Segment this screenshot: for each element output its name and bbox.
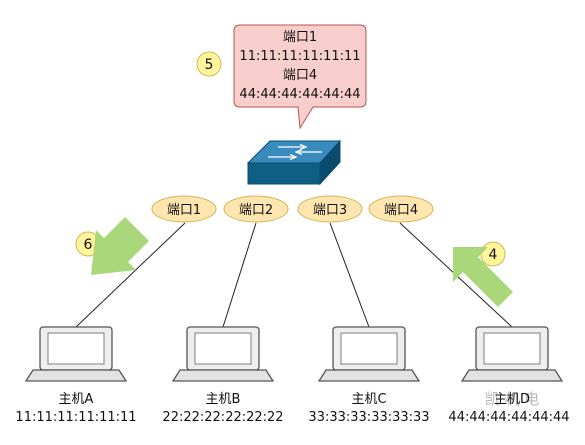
link-port1-hostA	[75, 222, 186, 328]
step-4-label: 4	[489, 247, 498, 263]
mac-table-port-2: 端口4	[283, 68, 317, 83]
mac-table-mac-2: 44:44:44:44:44:44	[239, 87, 360, 102]
host-c: 主机C 33:33:33:33:33:33	[308, 326, 430, 425]
mac-table-port-1: 端口1	[283, 30, 317, 45]
laptop-icon	[317, 326, 421, 382]
port-1-ellipse	[151, 195, 217, 223]
laptop-icon	[24, 326, 128, 382]
link-port3-hostC	[329, 222, 370, 328]
arrow-outbound-port1-icon	[91, 217, 149, 275]
host-d-name: 主机D	[494, 392, 530, 407]
mac-table-mac-1: 11:11:11:11:11:11	[239, 49, 360, 64]
host-a-name: 主机A	[59, 392, 94, 407]
mac-table-box	[233, 24, 367, 130]
host-d: 凯 机 电 主机D 44:44:44:44:44:44	[448, 326, 570, 425]
switch-ports: 端口1 端口2 端口3 端口4	[151, 195, 434, 223]
step-6-label: 6	[84, 237, 93, 253]
host-a: 主机A 11:11:11:11:11:11	[15, 326, 137, 425]
network-switch-icon	[246, 139, 342, 186]
host-b-name: 主机B	[206, 392, 241, 407]
mac-table-callout: 端口1 11:11:11:11:11:11 端口4 44:44:44:44:44…	[233, 24, 367, 130]
host-c-name: 主机C	[351, 392, 386, 407]
port-3-ellipse	[297, 195, 363, 223]
watermark-text: 凯 机 电	[485, 390, 540, 408]
host-a-mac: 11:11:11:11:11:11	[15, 410, 136, 425]
port-2-label: 端口2	[239, 203, 273, 218]
step-5-circle	[196, 51, 222, 77]
port-4-label: 端口4	[384, 203, 418, 218]
step-5-label: 5	[205, 57, 214, 73]
laptop-icon	[171, 326, 275, 382]
port-1-label: 端口1	[167, 203, 201, 218]
port-2-ellipse	[223, 195, 289, 223]
arrow-inbound-port4-icon	[453, 247, 513, 307]
port-3-label: 端口3	[313, 203, 347, 218]
host-b: 主机B 22:22:22:22:22:22	[162, 326, 284, 425]
host-c-mac: 33:33:33:33:33:33	[308, 410, 429, 425]
laptop-icon	[460, 326, 564, 382]
host-b-mac: 22:22:22:22:22:22	[162, 410, 283, 425]
host-d-mac: 44:44:44:44:44:44	[448, 410, 569, 425]
port-4-ellipse	[368, 195, 434, 223]
flow-arrows	[91, 217, 513, 307]
link-port2-hostB	[222, 222, 257, 328]
